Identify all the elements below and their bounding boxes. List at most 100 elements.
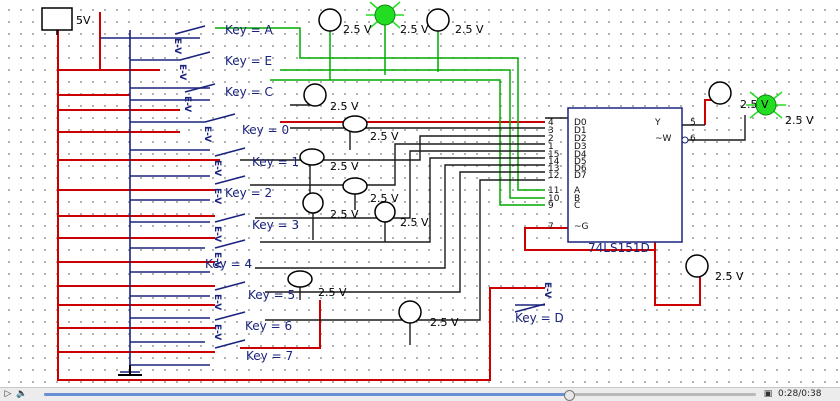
probe-w-lit bbox=[746, 91, 786, 119]
switch-4-label: Key = 4 bbox=[205, 257, 252, 271]
svg-text:2.5 V: 2.5 V bbox=[330, 160, 359, 173]
svg-text:E-V: E-V bbox=[202, 126, 212, 142]
chip-pin-number: 14 bbox=[548, 157, 560, 167]
switch-d[interactable]: E-V Key = D bbox=[514, 282, 564, 325]
probe-c2 bbox=[303, 83, 327, 107]
probe-g bbox=[685, 254, 709, 278]
switch-1-label: Key = 1 bbox=[252, 155, 299, 169]
probe-d5 bbox=[287, 270, 313, 288]
svg-text:E-V: E-V bbox=[212, 226, 222, 242]
seek-bar[interactable] bbox=[44, 390, 756, 401]
switch-c[interactable]: E-V Key = C bbox=[182, 83, 273, 112]
chip-pin-number: 9 bbox=[548, 201, 554, 211]
switch-5-label: Key = 5 bbox=[248, 288, 295, 302]
seek-progress bbox=[44, 393, 569, 396]
chip-pin-number: 5 bbox=[690, 118, 696, 128]
svg-text:E-V: E-V bbox=[212, 294, 222, 310]
svg-text:2.5 V: 2.5 V bbox=[330, 208, 359, 221]
chip-pin-number: 15 bbox=[548, 150, 559, 160]
chip-pin-number: 6 bbox=[690, 134, 696, 144]
switch-2-label: Key = 2 bbox=[225, 186, 272, 200]
ground-symbol bbox=[118, 365, 142, 376]
chip-input-c: C bbox=[574, 201, 580, 211]
chip-input-ng: ~G bbox=[574, 222, 589, 232]
svg-text:2.5 V: 2.5 V bbox=[785, 114, 814, 127]
seek-knob[interactable] bbox=[563, 390, 575, 401]
svg-text:2.5 V: 2.5 V bbox=[330, 100, 359, 113]
chip-pin-number: 4 bbox=[548, 118, 554, 128]
svg-text:E-V: E-V bbox=[542, 282, 552, 298]
switch-7-label: Key = 7 bbox=[246, 349, 293, 363]
chip-pin-number: 2 bbox=[548, 134, 554, 144]
svg-text:E-V: E-V bbox=[212, 160, 222, 176]
chip-pin-number: 12 bbox=[548, 171, 559, 181]
inverted-output-bubble bbox=[681, 136, 689, 144]
chip-pin-number: 10 bbox=[548, 194, 560, 204]
svg-text:E-V: E-V bbox=[182, 96, 192, 112]
chip-pin-number: 13 bbox=[548, 164, 559, 174]
volume-icon[interactable]: 🔈 bbox=[16, 389, 28, 399]
switch-a[interactable]: E-V Key = A bbox=[172, 23, 273, 54]
supply-5v: 5V bbox=[41, 7, 91, 35]
switch-e-label: Key = E bbox=[225, 54, 272, 68]
probe-d3 bbox=[302, 192, 324, 214]
svg-text:E-V: E-V bbox=[172, 38, 182, 54]
chip-input-d7: D7 bbox=[574, 171, 587, 181]
svg-text:2.5 V: 2.5 V bbox=[455, 23, 484, 36]
switch-7[interactable]: Key = 7 bbox=[214, 339, 293, 363]
chip-input-d5: D5 bbox=[574, 157, 587, 167]
probe-d7 bbox=[398, 300, 422, 324]
probe-d0 bbox=[342, 115, 368, 133]
svg-text:E-V: E-V bbox=[177, 64, 187, 80]
svg-text:2.5 V: 2.5 V bbox=[370, 130, 399, 143]
chip-input-d0: D0 bbox=[574, 118, 587, 128]
address-lines bbox=[215, 25, 545, 206]
svg-text:2.5 V: 2.5 V bbox=[370, 192, 399, 205]
chip-pin-number: 3 bbox=[548, 126, 554, 136]
probe-y bbox=[708, 81, 732, 105]
probe-b-lit bbox=[366, 1, 404, 29]
switch-2[interactable]: E-V Key = 2 bbox=[212, 175, 272, 204]
chip-pin-number: 7 bbox=[548, 222, 554, 232]
probe-voltage-labels: 2.5 V 2.5 V 2.5 V 2.5 V 2.5 V 2.5 V 2.5 … bbox=[318, 23, 814, 329]
switch-4[interactable]: E-V Key = 4 bbox=[205, 239, 252, 271]
chip-input-a: A bbox=[574, 186, 581, 196]
supply-label: 5V bbox=[76, 14, 91, 27]
time-display: 0:28/0:38 bbox=[778, 389, 822, 399]
chip-name: 74LS151D bbox=[588, 241, 650, 255]
switch-6[interactable]: E-V Key = 6 bbox=[212, 311, 292, 340]
svg-text:2.5 V: 2.5 V bbox=[430, 316, 459, 329]
mux-chip-74ls151d: D04D13D22D31D415D514D613D712A11B10C9~G7Y… bbox=[548, 107, 696, 255]
chip-output-y: Y bbox=[654, 118, 661, 128]
switch-e[interactable]: E-V Key = E bbox=[177, 51, 272, 80]
chip-output-nw: ~W bbox=[655, 134, 672, 144]
power-rails bbox=[57, 12, 720, 381]
svg-text:2.5 V: 2.5 V bbox=[715, 270, 744, 283]
chip-input-d1: D1 bbox=[574, 126, 587, 136]
probe-d3b bbox=[374, 201, 396, 223]
play-icon[interactable]: ▷ bbox=[4, 389, 12, 399]
svg-text:2.5 V: 2.5 V bbox=[318, 286, 347, 299]
switch-1[interactable]: E-V Key = 1 bbox=[212, 147, 299, 176]
probe-c bbox=[426, 8, 450, 32]
chip-input-d4: D4 bbox=[574, 150, 587, 160]
switch-d-label: Key = D bbox=[515, 311, 564, 325]
svg-text:2.5 V: 2.5 V bbox=[400, 23, 429, 36]
svg-text:E-V: E-V bbox=[212, 324, 222, 340]
data-lines bbox=[240, 104, 746, 345]
probe-d1 bbox=[299, 148, 325, 166]
switch-5[interactable]: E-V Key = 5 bbox=[212, 281, 295, 310]
switch-0[interactable]: E-V Key = 0 bbox=[202, 113, 289, 142]
svg-text:E-V: E-V bbox=[212, 252, 222, 268]
chip-pin-number: 11 bbox=[548, 186, 559, 196]
switch-c-label: Key = C bbox=[225, 85, 273, 99]
probe-a bbox=[318, 8, 342, 32]
chip-input-b: B bbox=[574, 194, 580, 204]
fullscreen-icon[interactable]: ▣ bbox=[763, 389, 773, 399]
chip-input-d3: D3 bbox=[574, 142, 587, 152]
probe-d2 bbox=[342, 177, 368, 195]
switch-a-label: Key = A bbox=[225, 23, 273, 37]
switch-3[interactable]: E-V Key = 3 bbox=[212, 213, 299, 242]
chip-pin-number: 1 bbox=[548, 142, 554, 152]
